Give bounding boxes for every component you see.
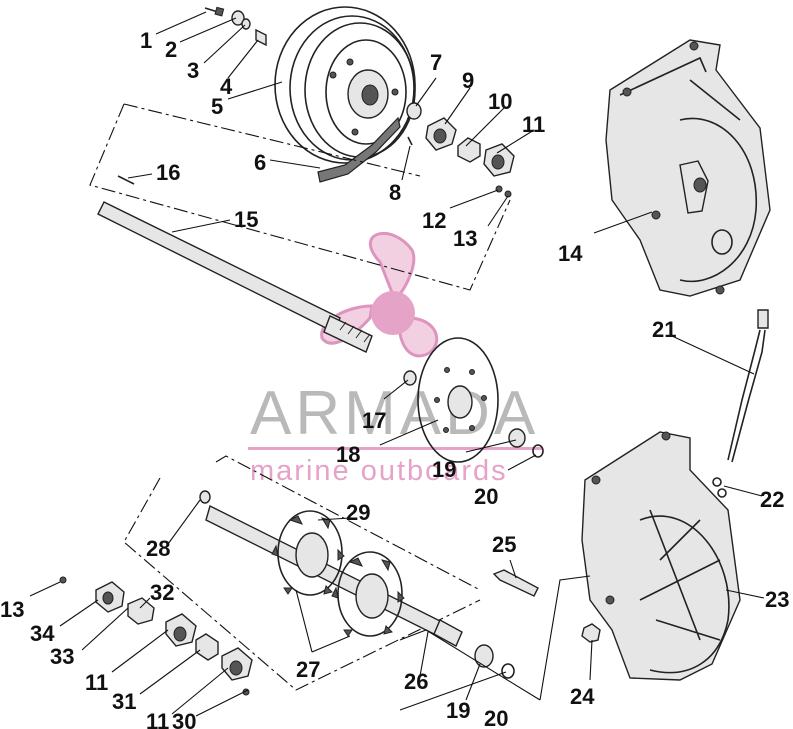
watermark-underline xyxy=(248,447,543,450)
callout-31: 31 xyxy=(112,689,136,714)
callout-3: 3 xyxy=(187,58,199,83)
callout-33: 33 xyxy=(50,644,74,669)
callout-11b: 11 xyxy=(85,670,108,695)
callout-30: 30 xyxy=(172,709,196,729)
callout-22: 22 xyxy=(760,487,784,512)
callout-numbers: 1 2 3 4 5 6 7 8 9 10 11 12 13 14 15 16 1… xyxy=(0,28,789,729)
callout-29: 29 xyxy=(346,500,370,525)
callout-24: 24 xyxy=(570,684,595,709)
tensioner-parts xyxy=(492,309,769,643)
callout-20b: 20 xyxy=(484,706,508,729)
callout-13: 13 xyxy=(453,226,477,251)
callout-27: 27 xyxy=(296,657,320,682)
callout-11: 11 xyxy=(522,112,545,137)
callout-15: 15 xyxy=(234,207,258,232)
callout-14: 14 xyxy=(558,241,583,266)
driven-pulley-assembly xyxy=(204,6,515,198)
callout-19b: 19 xyxy=(446,698,470,723)
chaincase-cover xyxy=(605,39,771,297)
callout-5: 5 xyxy=(211,94,223,119)
callout-28: 28 xyxy=(146,536,170,561)
watermark: ARMADA marine outboards xyxy=(248,232,543,487)
callout-21: 21 xyxy=(652,317,676,342)
drive-disc xyxy=(417,337,544,463)
watermark-brand: ARMADA xyxy=(250,379,539,448)
callout-34: 34 xyxy=(30,621,55,646)
callout-25: 25 xyxy=(492,532,516,557)
chaincase-housing xyxy=(581,431,741,681)
callout-6: 6 xyxy=(254,150,266,175)
callout-20: 20 xyxy=(474,484,498,509)
watermark-tagline: marine outboards xyxy=(250,455,508,487)
callout-18: 18 xyxy=(336,442,360,467)
bearing-flange-group xyxy=(59,576,253,696)
callout-19: 19 xyxy=(432,457,456,482)
callout-9: 9 xyxy=(462,68,474,93)
callout-26: 26 xyxy=(404,669,428,694)
callout-32: 32 xyxy=(150,580,174,605)
callout-7: 7 xyxy=(430,50,442,75)
drive-shaft-assembly xyxy=(123,455,515,691)
callout-12: 12 xyxy=(422,208,446,233)
callout-2: 2 xyxy=(165,37,177,62)
jackshaft xyxy=(97,175,417,386)
callout-13b: 13 xyxy=(0,597,24,622)
callout-16: 16 xyxy=(156,160,180,185)
callout-8: 8 xyxy=(389,180,401,205)
assembly-boundary-top xyxy=(89,103,511,291)
callout-17: 17 xyxy=(362,408,386,433)
leader-lines xyxy=(29,11,765,717)
callout-10: 10 xyxy=(488,89,512,114)
callout-23: 23 xyxy=(765,587,789,612)
callout-11c: 11 xyxy=(146,709,169,729)
callout-1: 1 xyxy=(140,28,152,53)
callout-4: 4 xyxy=(220,74,233,99)
assembly-boundary-bottom xyxy=(123,455,481,691)
